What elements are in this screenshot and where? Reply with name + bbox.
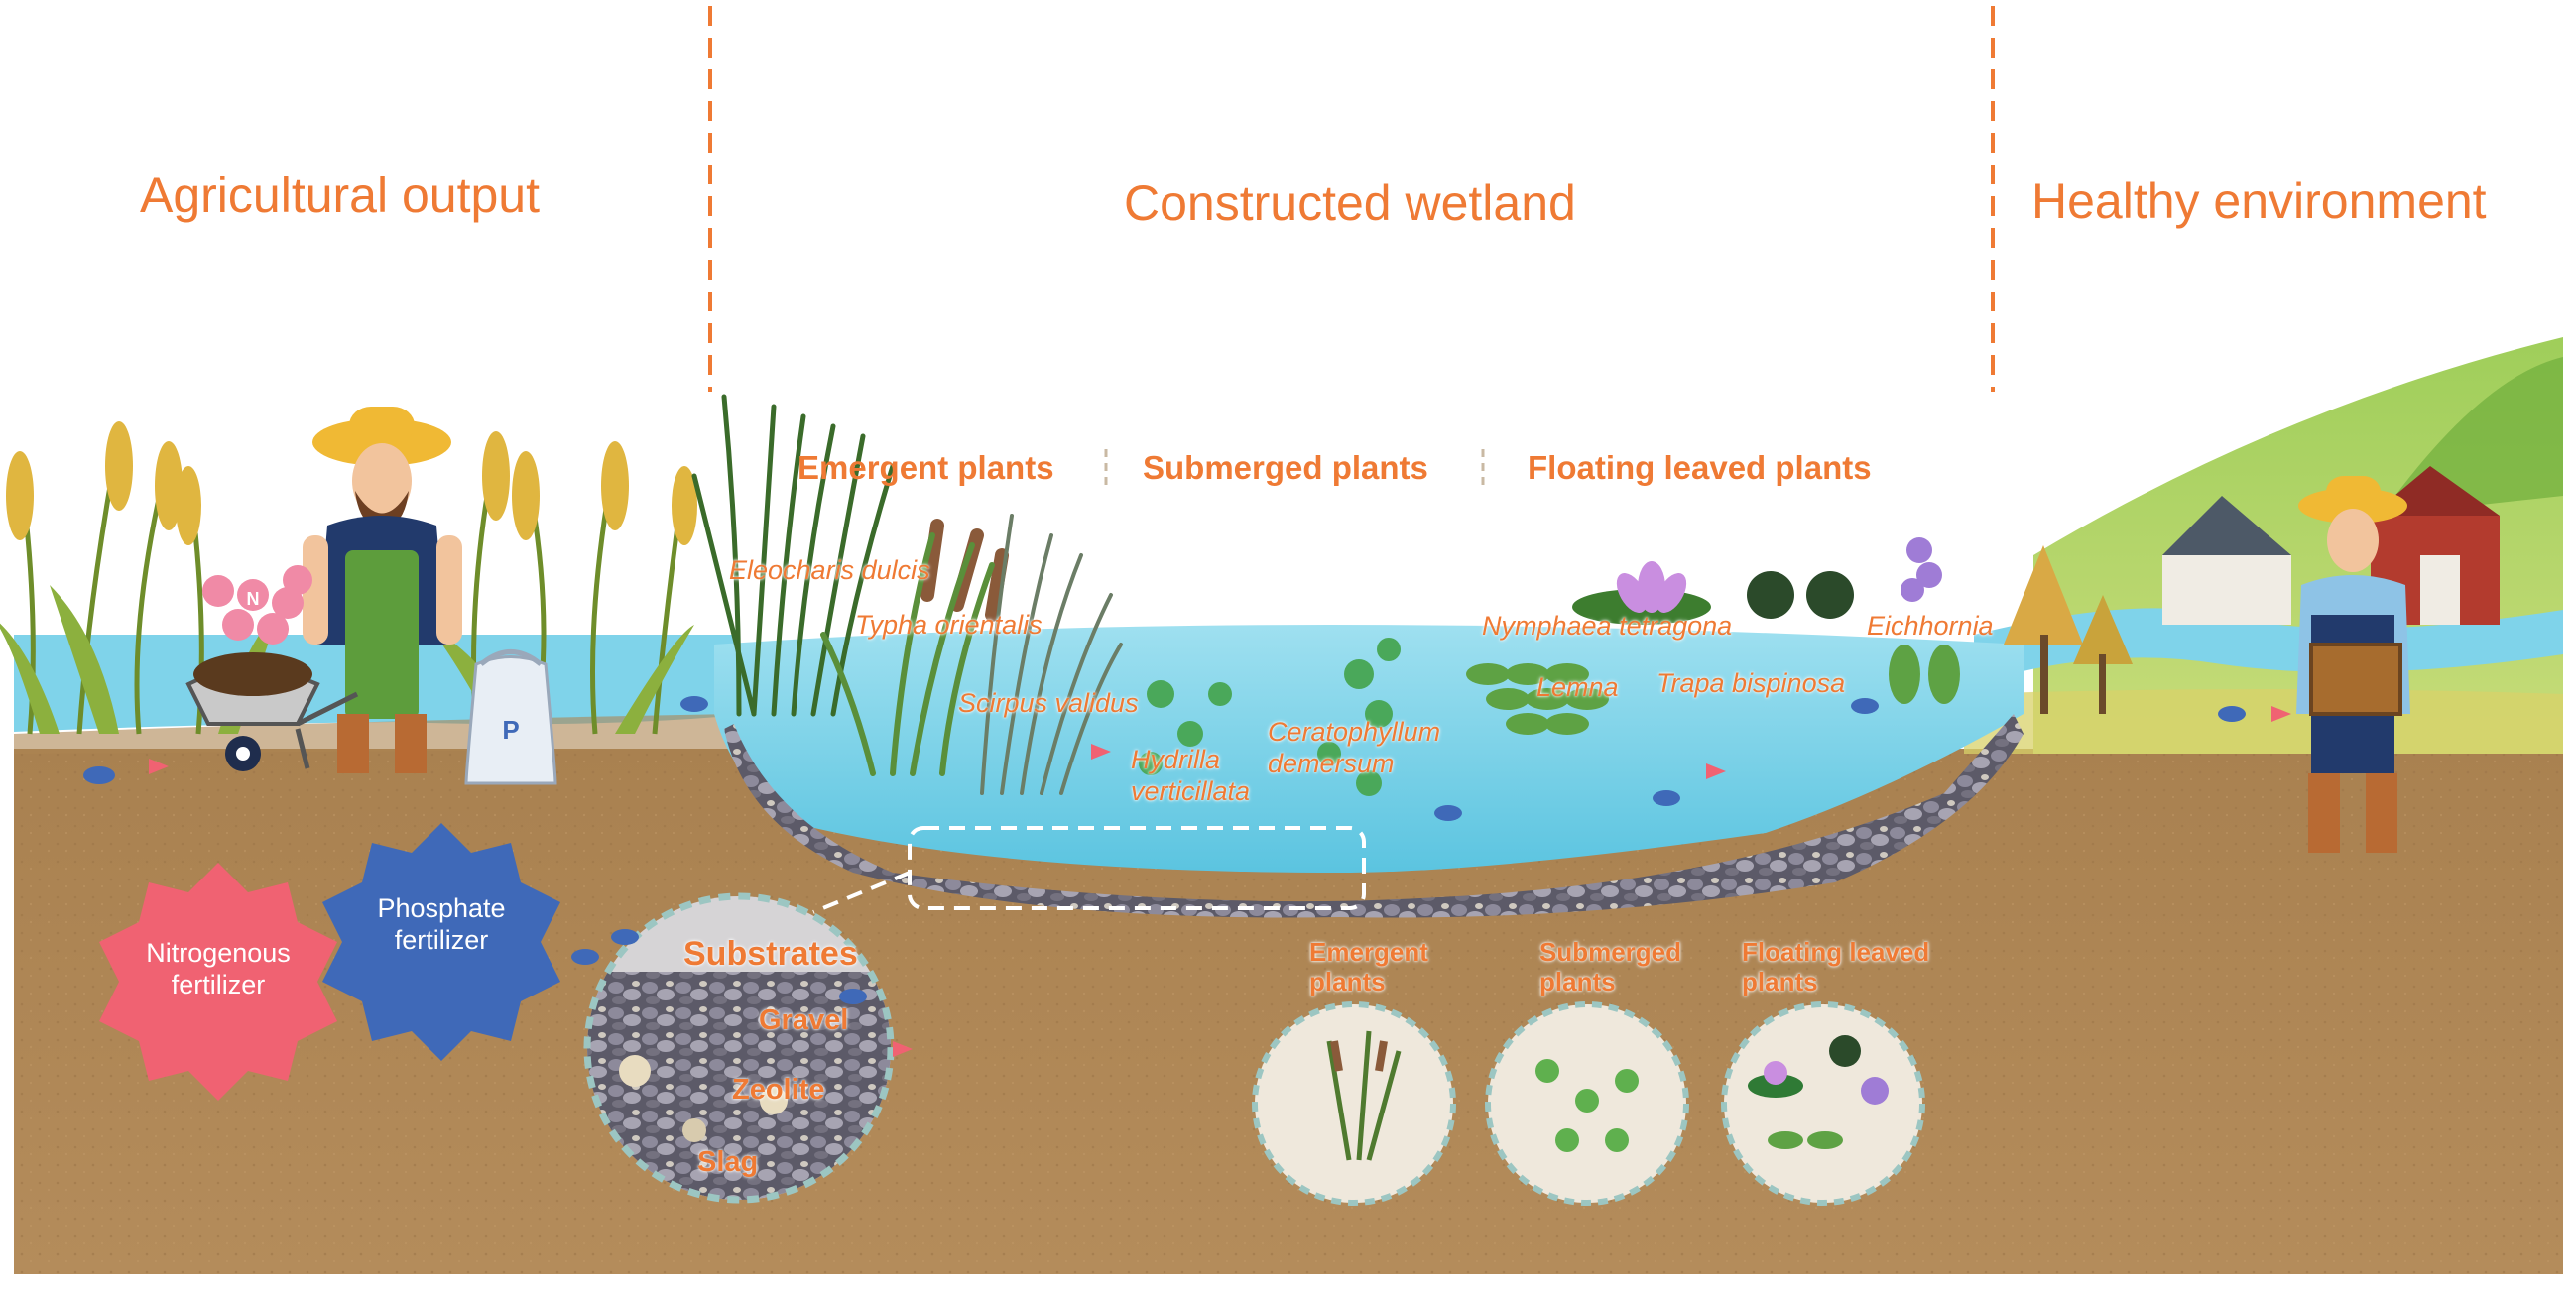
lotus-icon	[1616, 561, 1687, 613]
closeup-label-floating: Floating leaved plants	[1742, 937, 1930, 996]
species-eleocharis: Eleocharis dulcis	[729, 555, 930, 585]
gear-icon	[99, 823, 560, 1101]
submerged-plants-illustration	[1139, 638, 1401, 796]
closeup-floating	[1724, 1004, 1922, 1203]
river-right	[1974, 608, 2563, 684]
closeup-submerged	[1488, 1004, 1686, 1203]
substrate-zeolite: Zeolite	[732, 1074, 825, 1106]
heading-agricultural-output: Agricultural output	[140, 168, 541, 223]
farmer-icon	[303, 407, 462, 773]
fertilizer-bag-icon	[464, 649, 557, 785]
species-scirpus: Scirpus validus	[958, 688, 1139, 718]
substrate-slag: Slag	[697, 1146, 759, 1178]
grass-strip-right	[1964, 689, 2563, 754]
substrate-highlight-box	[908, 826, 1366, 910]
wheat-icon	[0, 421, 697, 735]
n-flowers	[202, 565, 312, 644]
farmer-icon-right	[2296, 476, 2410, 853]
floating-plants-illustration	[1466, 537, 1960, 735]
species-nymphaea: Nymphaea tetragona	[1482, 611, 1733, 641]
category-submerged: Submerged plants	[1143, 449, 1428, 486]
species-lemna: Lemna	[1536, 672, 1619, 702]
hyacinth-icon	[1901, 537, 1942, 602]
substrates-title: Substrates	[683, 935, 858, 973]
substrate-gravel: Gravel	[759, 1004, 849, 1036]
nitrogenous-fertilizer-label: Nitrogenous fertilizer	[146, 938, 291, 1000]
closeup-label-emergent: Emergent plants	[1309, 937, 1428, 996]
species-typha: Typha orientalis	[855, 610, 1043, 640]
phosphate-gear	[322, 823, 560, 1061]
category-emergent: Emergent plants	[797, 449, 1054, 486]
species-ceratophyllum: Ceratophyllum demersum	[1268, 717, 1441, 779]
wheelbarrow-icon	[185, 652, 359, 771]
n-letter: N	[247, 589, 260, 609]
nitrogen-gear	[99, 863, 337, 1101]
closeup-label-submerged: Submerged plants	[1539, 937, 1682, 996]
tree-icon	[2004, 545, 2133, 714]
species-eichhornia: Eichhornia	[1867, 611, 1994, 641]
species-hydrilla: Hydrilla verticillata	[1131, 745, 1251, 807]
closeup-emergent	[1255, 1004, 1453, 1203]
heading-healthy-environment: Healthy environment	[2031, 174, 2487, 229]
p-letter: P	[502, 715, 519, 745]
microbe-icon	[83, 696, 2291, 1057]
category-floating-leaved: Floating leaved plants	[1528, 449, 1872, 486]
emergent-plants-illustration	[691, 394, 1123, 795]
species-trapa: Trapa bispinosa	[1656, 668, 1846, 698]
phosphate-fertilizer-label: Phosphate fertilizer	[377, 893, 506, 956]
heading-constructed-wetland: Constructed wetland	[1124, 176, 1576, 231]
